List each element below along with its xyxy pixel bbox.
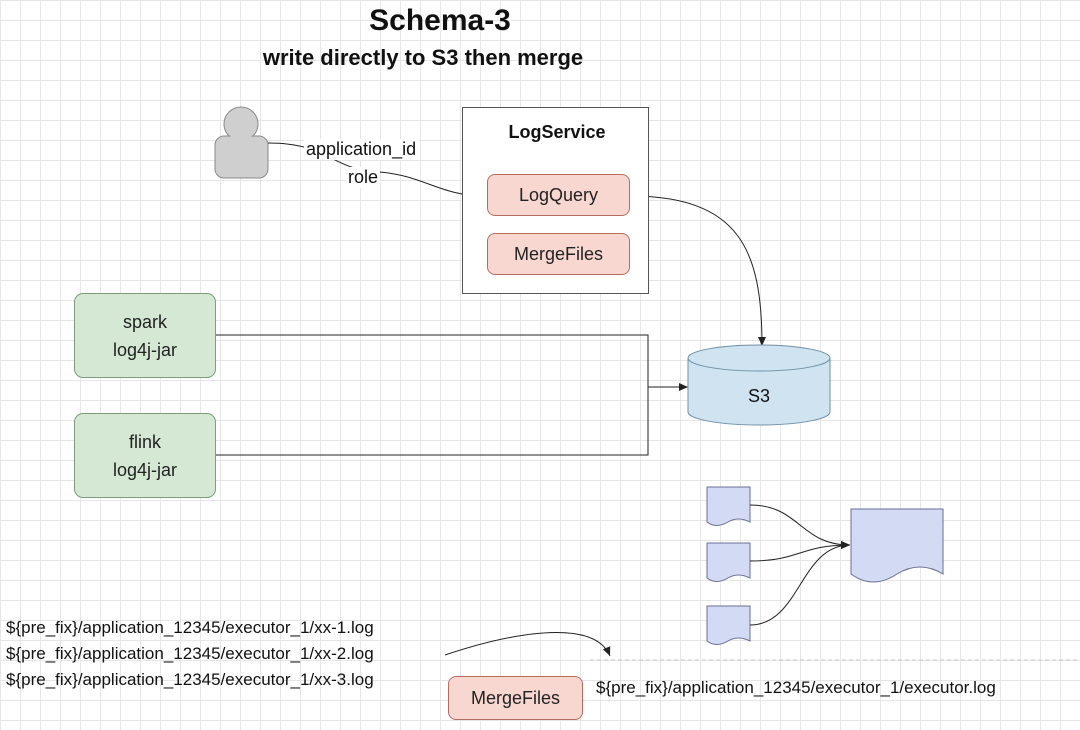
flink-connector (216, 387, 649, 456)
edge-label-application-id: application_id (304, 139, 419, 160)
input-path: ${pre_fix}/application_12345/executor_1/… (6, 644, 374, 663)
s3-label: S3 (747, 386, 771, 406)
user-icon (214, 106, 269, 179)
output-path: ${pre_fix}/application_12345/executor_1/… (596, 678, 996, 697)
s3-cylinder-icon (687, 344, 831, 426)
mergefiles-node[interactable]: MergeFiles (487, 233, 630, 275)
file-merge-connector (749, 504, 851, 549)
spark-connector (216, 334, 649, 387)
input-path: ${pre_fix}/application_12345/executor_1/… (6, 670, 374, 689)
source-lib: log4j-jar (112, 339, 178, 360)
file-merge-connector (749, 541, 851, 626)
diagram-subtitle: write directly to S3 then merge (262, 45, 584, 70)
source-name: spark (122, 311, 167, 332)
spark-source-node: spark log4j-jar (74, 293, 216, 378)
input-file-icon (706, 542, 751, 582)
input-file-icon (706, 605, 751, 645)
mergefiles-button[interactable]: MergeFiles (448, 676, 583, 720)
diagram-title: Schema-3 (369, 4, 511, 37)
flink-source-node: flink log4j-jar (74, 413, 216, 498)
merged-file-icon (850, 508, 944, 583)
logquery-to-s3-connector (628, 195, 766, 347)
edge-label-role: role (346, 167, 381, 188)
paths-to-output-connector (444, 632, 611, 657)
source-lib: log4j-jar (112, 459, 178, 480)
source-name: flink (128, 431, 161, 452)
input-file-icon (706, 486, 751, 526)
logquery-node[interactable]: LogQuery (487, 174, 630, 216)
logservice-title: LogService (508, 122, 606, 142)
file-merge-connector (749, 541, 851, 562)
input-path: ${pre_fix}/application_12345/executor_1/… (6, 618, 374, 637)
